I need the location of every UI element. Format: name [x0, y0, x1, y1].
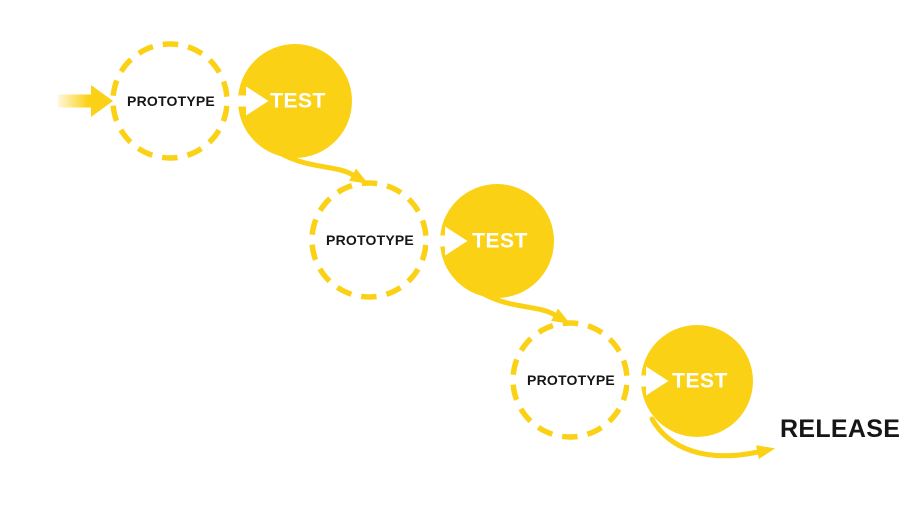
release-arrow-icon: [649, 416, 776, 459]
stage-3: PROTOTYPE TEST: [510, 320, 776, 459]
prototype-label-1: PROTOTYPE: [127, 93, 215, 109]
test-label-1: TEST: [270, 90, 326, 113]
test-label-2: TEST: [472, 230, 528, 253]
prototype-to-test-arrow-3-icon: [629, 366, 669, 396]
stage-2: PROTOTYPE TEST: [309, 180, 571, 324]
prototype-to-test-arrow-1-icon: [229, 86, 269, 116]
test-circle-1: [238, 44, 352, 158]
prototype-label-3: PROTOTYPE: [527, 372, 615, 388]
test-circle-3: [641, 325, 753, 437]
prototype-circle-3: [510, 320, 630, 440]
prototype-circle-2: [309, 180, 429, 300]
release-label: RELEASE: [780, 415, 900, 443]
test-to-prototype-arrow-2-icon: [469, 284, 571, 324]
prototype-to-test-arrow-2-icon: [428, 226, 468, 256]
test-circle-2: [440, 184, 554, 298]
stage-1: PROTOTYPE TEST: [110, 41, 369, 184]
prototype-label-2: PROTOTYPE: [326, 232, 414, 248]
test-to-prototype-arrow-1-icon: [267, 144, 369, 184]
start-arrow-icon: [58, 85, 113, 117]
test-label-3: TEST: [672, 370, 728, 393]
prototype-circle-1: [110, 41, 230, 161]
